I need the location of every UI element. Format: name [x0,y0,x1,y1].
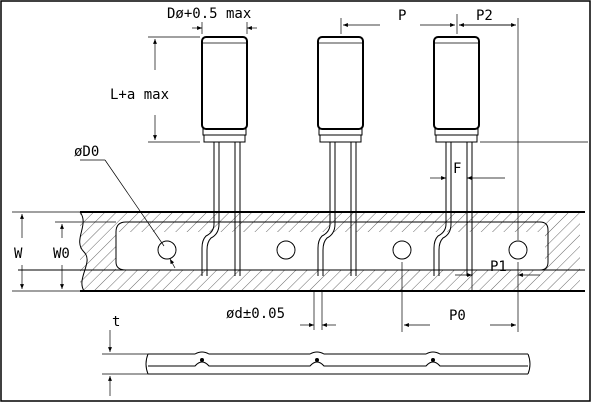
label-phi-d0: øD0 [74,144,99,160]
sprocket-hole [157,240,177,260]
capacitor-3 [433,36,480,276]
carrier-tape [18,211,585,292]
capacitor-1 [201,36,248,276]
label-phi-d: ød±0.05 [226,306,285,322]
capacitor-2 [317,36,364,276]
sprocket-hole [392,240,412,260]
label-p: P [398,8,406,24]
label-w: W [14,246,23,262]
dimensions [12,14,588,396]
sprocket-hole [508,240,528,260]
tape-side-view [145,351,531,375]
label-p1: P1 [490,259,507,275]
sprocket-hole [276,240,296,260]
label-p2: P2 [476,8,493,24]
label-t: t [112,314,120,330]
label-d-phi: Dø+0.5 max [167,6,251,22]
label-w0: W0 [53,246,70,262]
label-p0: P0 [449,308,466,324]
label-f: F [453,161,461,177]
label-l-a: L+a max [110,87,169,103]
